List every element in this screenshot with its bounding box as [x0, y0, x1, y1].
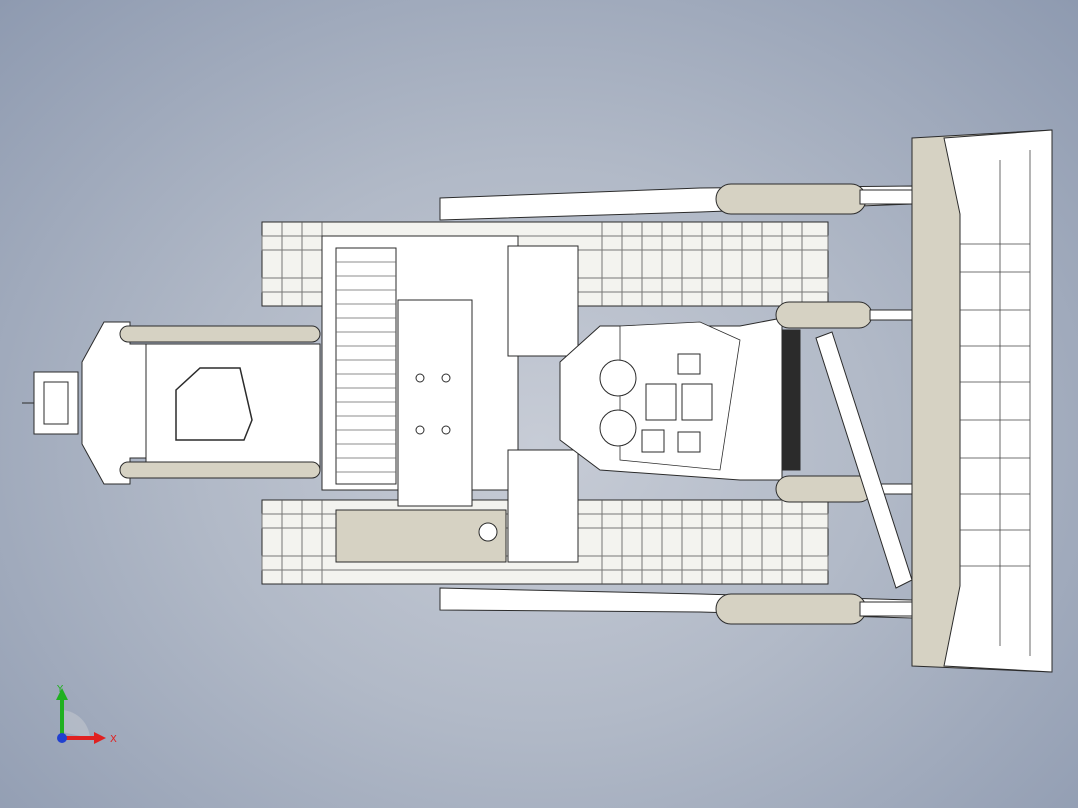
tilt-cylinders	[775, 301, 915, 589]
machine-body	[321, 235, 579, 563]
y-axis-label: Y	[56, 684, 64, 695]
x-axis-label: X	[110, 734, 117, 745]
bulldozer-model[interactable]	[22, 129, 1053, 673]
coordinate-triad: Y X	[56, 684, 117, 745]
dozer-blade	[911, 129, 1053, 673]
lift-cylinders	[715, 183, 917, 625]
z-axis-dot	[57, 733, 67, 743]
cab	[559, 317, 801, 481]
triad-backdrop	[62, 710, 90, 738]
x-axis-arrow	[94, 732, 106, 744]
rear-ripper	[22, 321, 321, 485]
y-axis-arrow	[56, 688, 68, 700]
